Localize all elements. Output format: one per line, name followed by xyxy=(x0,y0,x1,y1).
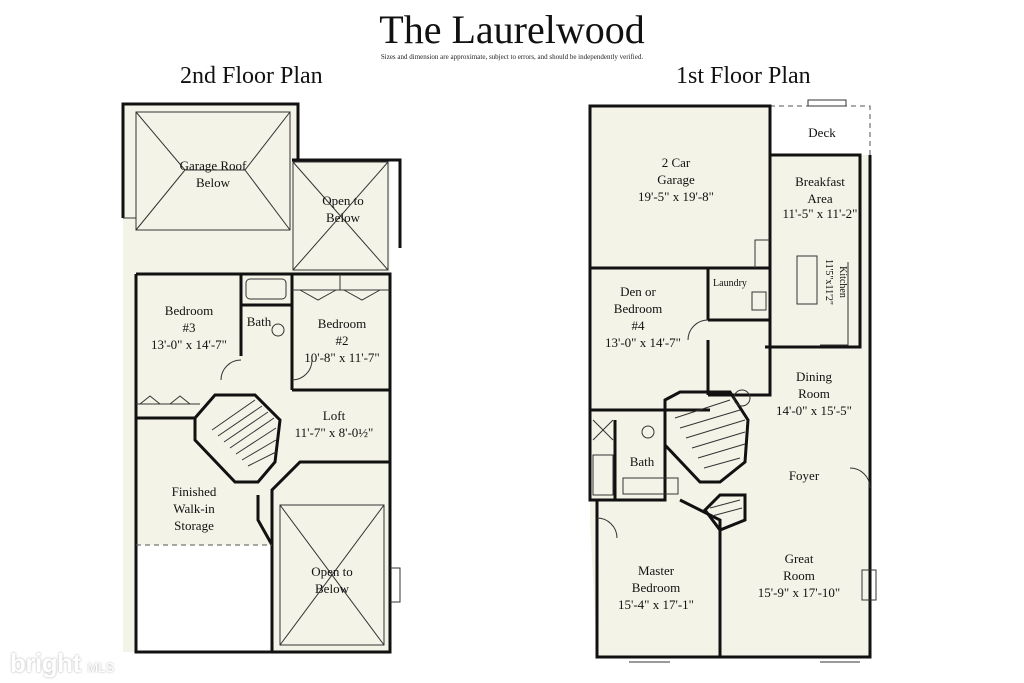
den-number: #4 xyxy=(632,318,646,333)
bedroom2-number: #2 xyxy=(336,333,349,348)
first-floor-labels: Deck 2 Car Garage 19'-5" x 19'-8" Breakf… xyxy=(605,125,857,612)
dining-size: 14'-0" x 15'-5" xyxy=(776,403,852,418)
kitchen-size: 11'5"x11'2" xyxy=(823,259,834,305)
bedroom3-number: #3 xyxy=(183,320,196,335)
den-size: 13'-0" x 14'-7" xyxy=(605,335,681,350)
storage-label-3: Storage xyxy=(174,518,214,533)
open-bottom-label-2: Below xyxy=(315,581,350,596)
master-size: 15'-4" x 17'-1" xyxy=(618,597,694,612)
dining-label-1: Dining xyxy=(796,369,833,384)
den-label-1: Den or xyxy=(620,284,656,299)
breakfast-label-2: Area xyxy=(807,191,832,206)
breakfast-label-1: Breakfast xyxy=(795,174,845,189)
bedroom3-size: 13'-0" x 14'-7" xyxy=(151,337,227,352)
first-floor-plan xyxy=(588,99,877,663)
garage-size: 19'-5" x 19'-8" xyxy=(638,189,714,204)
breakfast-size: 11'-5" x 11'-2" xyxy=(783,206,858,221)
garage-roof-label-1: Garage Roof xyxy=(180,158,247,173)
watermark-brand: bright xyxy=(10,648,81,678)
garage-roof-label-2: Below xyxy=(196,175,231,190)
great-room-label-2: Room xyxy=(783,568,815,583)
first-floor-title: 1st Floor Plan xyxy=(676,63,811,89)
second-floor-plan xyxy=(121,102,402,654)
storage-label-1: Finished xyxy=(172,484,217,499)
open-top-label-1: Open to xyxy=(322,193,364,208)
deck-label: Deck xyxy=(808,125,836,140)
kitchen-label: Kitchen xyxy=(837,266,848,298)
open-top-label-2: Below xyxy=(326,210,361,225)
foyer-label: Foyer xyxy=(789,468,820,483)
second-floor-title: 2nd Floor Plan xyxy=(180,63,323,89)
laundry-label: Laundry xyxy=(713,278,747,289)
loft-label: Loft xyxy=(323,408,346,423)
storage-label-2: Walk-in xyxy=(173,501,215,516)
page-title: The Laurelwood xyxy=(379,7,645,52)
open-bottom-label-1: Open to xyxy=(311,564,353,579)
garage-label-2: Garage xyxy=(657,172,695,187)
second-floor-labels: Garage Roof Below Open to Below Bedroom … xyxy=(151,158,380,596)
dining-label-2: Room xyxy=(798,386,830,401)
bedroom2-size: 10'-8" x 11'-7" xyxy=(304,350,379,365)
bath2-label: Bath xyxy=(247,314,272,329)
loft-size: 11'-7" x 8'-0½" xyxy=(295,425,374,440)
bright-mls-watermark: bright MLS xyxy=(10,648,114,679)
master-label-1: Master xyxy=(638,563,675,578)
master-label-2: Bedroom xyxy=(632,580,680,595)
disclaimer-note: Sizes and dimension are approximate, sub… xyxy=(380,53,644,61)
bedroom3-label: Bedroom xyxy=(165,303,213,318)
den-label-2: Bedroom xyxy=(614,301,662,316)
bath1-label: Bath xyxy=(630,454,655,469)
watermark-suffix: MLS xyxy=(87,660,115,675)
bedroom2-label: Bedroom xyxy=(318,316,366,331)
garage-label-1: 2 Car xyxy=(662,155,691,170)
great-room-label-1: Great xyxy=(785,551,814,566)
great-room-size: 15'-9" x 17'-10" xyxy=(758,585,840,600)
